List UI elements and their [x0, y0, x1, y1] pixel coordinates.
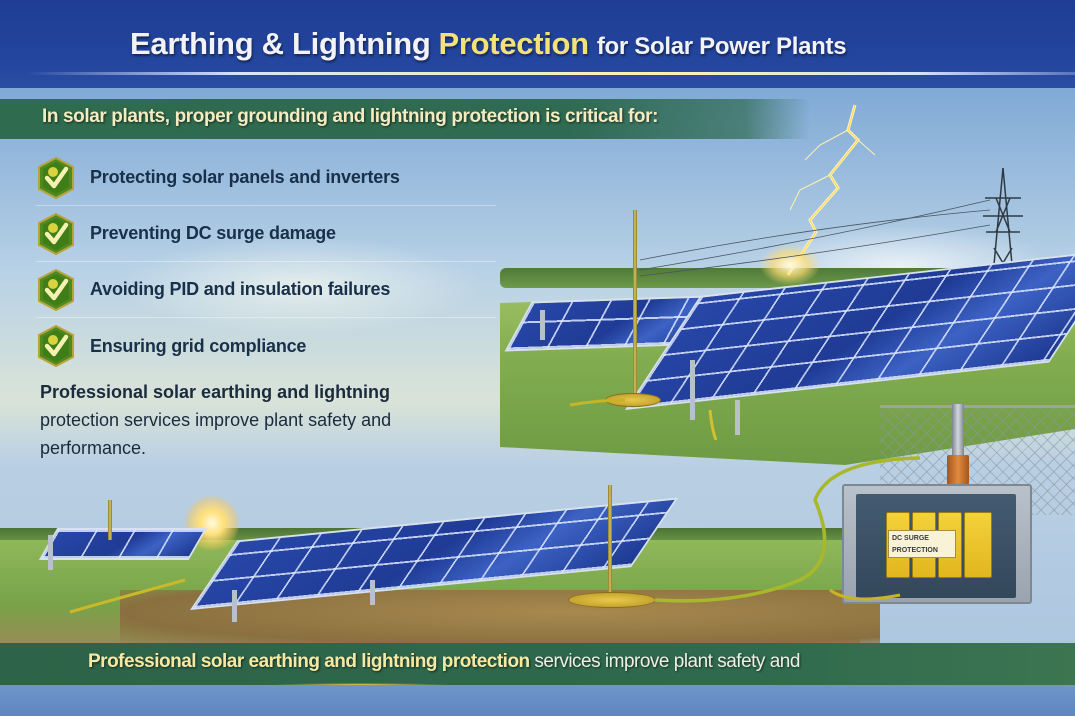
bottom-sky-strip: [0, 685, 1075, 716]
header-banner: Earthing & Lightning Protection for Sola…: [0, 0, 1075, 88]
header-divider: [26, 72, 1075, 75]
summary-line-3: performance.: [40, 438, 147, 458]
summary-bold-line: Professional solar earthing and lightnin…: [40, 382, 391, 402]
lightning-rod-right: [633, 210, 637, 400]
footer-highlight-text: Professional solar earthing and lightnin…: [88, 651, 530, 672]
array-support-leg: [232, 590, 237, 622]
summary-paragraph: Professional solar earthing and lightnin…: [40, 378, 500, 462]
title-part-1: Earthing & Lightning: [130, 26, 431, 61]
check-badge-icon: [36, 156, 76, 200]
lightning-rod-far: [108, 500, 112, 540]
title-part-3: for Solar Power Plants: [596, 33, 847, 60]
check-badge-icon: [36, 324, 76, 368]
earthing-cable: [69, 398, 921, 614]
array-support-leg: [690, 360, 695, 420]
earth-terminal-connector: [947, 455, 969, 485]
summary-line-2: protection services improve plant safety…: [40, 410, 392, 430]
benefit-label: Protecting solar panels and inverters: [90, 167, 400, 187]
spd-label-line-1: DC Surge: [892, 535, 929, 542]
lightning-rod-left: [608, 485, 612, 600]
benefit-label: Ensuring grid compliance: [90, 335, 307, 356]
benefit-label: Avoiding PID and insulation failures: [90, 279, 391, 299]
footer-normal-text: services improve plant safety and: [529, 651, 800, 672]
benefits-list: Protecting solar panels and inverters Pr…: [36, 150, 496, 374]
benefit-item: Protecting solar panels and inverters: [36, 150, 496, 206]
benefit-item: Avoiding PID and insulation failures: [36, 262, 496, 318]
benefit-item: Ensuring grid compliance: [36, 318, 496, 374]
footer-banner: [0, 643, 1075, 685]
spd-label: DC Surge Protection: [888, 530, 956, 558]
power-lines: [640, 199, 991, 277]
title-part-2: Protection: [438, 26, 590, 61]
array-support-leg: [735, 400, 740, 435]
check-badge-icon: [36, 212, 76, 256]
benefit-item: Preventing DC surge damage: [36, 206, 496, 262]
array-support-leg: [48, 535, 53, 570]
page-title: Earthing & Lightning Protection for Sola…: [130, 26, 847, 70]
intro-banner: [0, 99, 810, 139]
array-support-leg: [370, 580, 375, 605]
spd-module: [964, 512, 992, 578]
footer-text: Professional solar earthing and lightnin…: [88, 651, 800, 673]
check-badge-icon: [36, 268, 76, 312]
benefit-label: Preventing DC surge damage: [90, 223, 336, 243]
intro-text: In solar plants, proper grounding and li…: [42, 106, 659, 127]
lightning-strike-glow: [760, 245, 820, 285]
array-support-leg: [540, 310, 545, 340]
spd-label-line-2: Protection: [892, 547, 938, 554]
